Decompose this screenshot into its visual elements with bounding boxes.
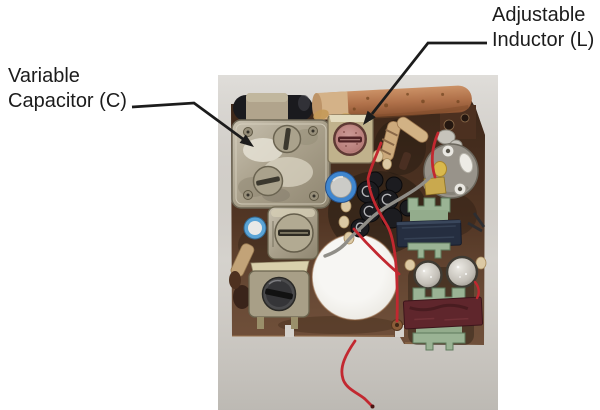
small-blue-capacitor [243,216,267,240]
green-if-transformer-2 [402,287,484,351]
silver-disc-capacitors [413,255,479,290]
blue-electrolytic-capacitor [325,171,357,203]
black-cylinder-capacitor [233,93,313,123]
if-transformer-can-3 [248,260,310,329]
circuit-board-photo [218,75,498,410]
red-wires [340,131,480,408]
adjustable-inductor [327,114,374,164]
label-variable-capacitor-line2: Capacitor (C) [8,90,127,112]
red-wire-tip [370,404,375,409]
if-transformer-can-2 [267,206,319,260]
label-variable-capacitor-line1: Variable [8,65,80,87]
label-variable-capacitor: Variable Capacitor (C) [8,64,127,114]
resistors [378,116,429,170]
green-if-transformer-1 [396,176,462,259]
label-adjustable-inductor: Adjustable Inductor (L) [492,3,594,53]
gray-wire [323,173,434,258]
variable-capacitor-can [231,119,331,209]
label-adjustable-inductor-line2: Inductor (L) [492,29,595,51]
label-adjustable-inductor-line1: Adjustable [492,4,586,26]
adjustment-screw-1 [272,124,302,154]
adjustment-screw-2 [252,165,284,197]
misc-left-parts [229,243,255,309]
